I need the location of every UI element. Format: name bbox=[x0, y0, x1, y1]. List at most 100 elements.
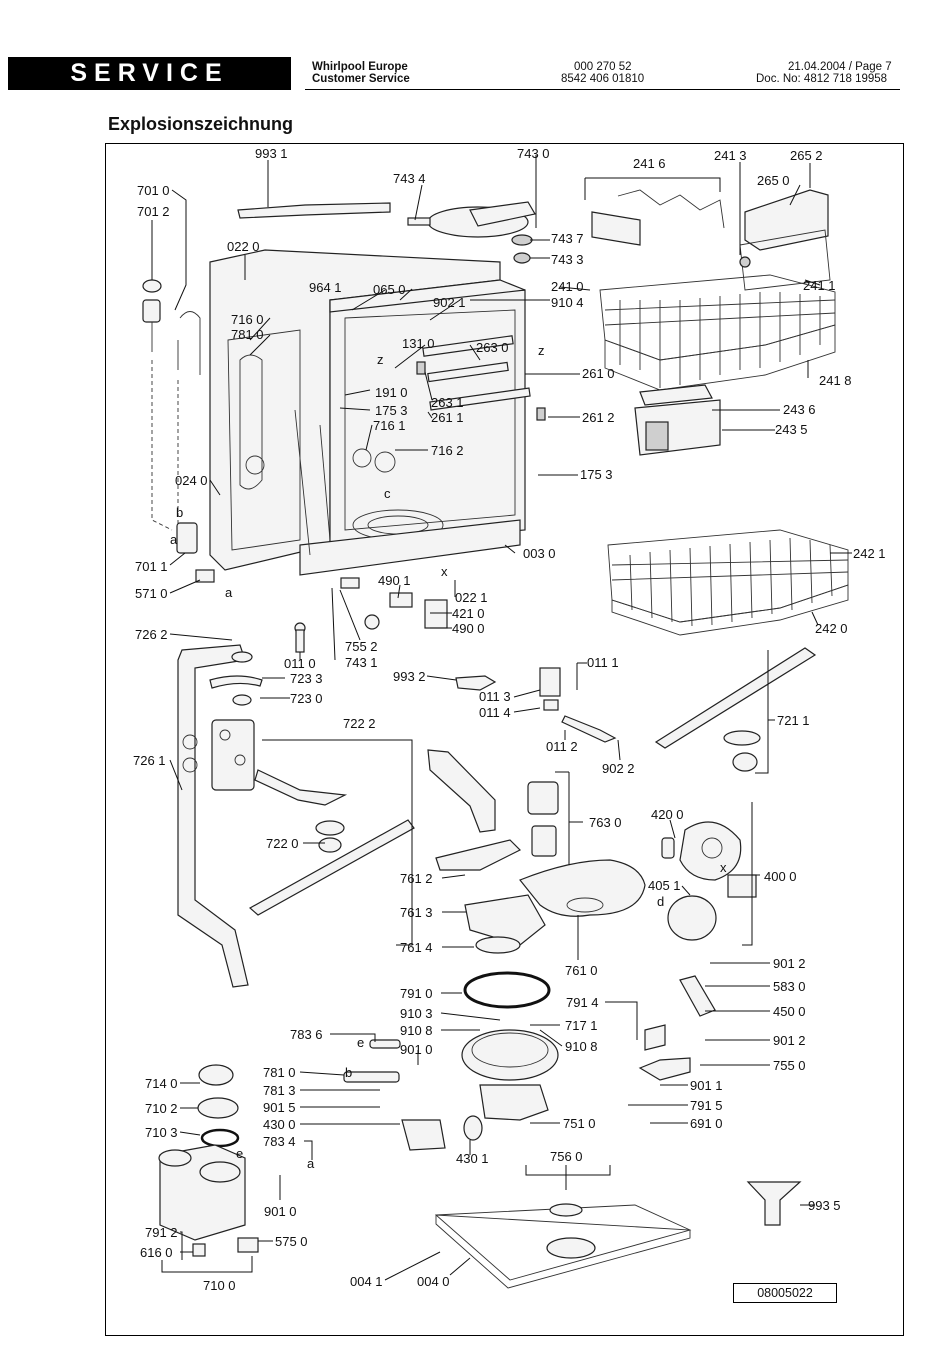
upper-basket-drawing bbox=[599, 274, 836, 456]
left-small-parts-drawing bbox=[142, 279, 617, 743]
letter-mark: a bbox=[307, 1156, 315, 1171]
leader-lines bbox=[151, 155, 852, 1281]
service-banner: SERVICE bbox=[8, 57, 291, 90]
part-label: 721 1 bbox=[777, 713, 810, 728]
part-label: 261 2 bbox=[582, 410, 615, 425]
part-label: 243 5 bbox=[775, 422, 808, 437]
part-label: 131 0 bbox=[402, 336, 435, 351]
part-label: 242 1 bbox=[853, 546, 886, 561]
part-label: 901 2 bbox=[773, 1033, 806, 1048]
part-label: 242 0 bbox=[815, 621, 848, 636]
part-label: 710 2 bbox=[145, 1101, 178, 1116]
page-title: Explosionszeichnung bbox=[108, 114, 294, 134]
doc-number: Doc. No: 4812 718 19958 bbox=[756, 73, 888, 85]
part-label: 755 0 bbox=[773, 1058, 806, 1073]
part-label: 755 2 bbox=[345, 639, 378, 654]
part-label: 175 3 bbox=[375, 403, 408, 418]
base-plate-drawing bbox=[434, 1181, 802, 1289]
letter-mark: a bbox=[170, 532, 178, 547]
part-label: 701 1 bbox=[135, 559, 168, 574]
letter-mark: z bbox=[377, 352, 384, 367]
part-label: 004 0 bbox=[417, 1274, 450, 1289]
part-label: 791 4 bbox=[566, 995, 599, 1010]
part-label: 430 1 bbox=[456, 1151, 489, 1166]
part-label: 241 3 bbox=[714, 148, 747, 163]
part-label: 717 1 bbox=[565, 1018, 598, 1033]
part-label: 743 1 bbox=[345, 655, 378, 670]
part-label: 450 0 bbox=[773, 1004, 806, 1019]
part-label: 265 2 bbox=[790, 148, 823, 163]
letter-mark: x bbox=[720, 860, 727, 875]
date-page: 21.04.2004 / Page 7 bbox=[788, 61, 892, 73]
part-label: 175 3 bbox=[580, 467, 613, 482]
part-label: 263 1 bbox=[431, 395, 464, 410]
part-label: 726 2 bbox=[135, 627, 168, 642]
part-label: 571 0 bbox=[135, 586, 168, 601]
part-label: 022 0 bbox=[227, 239, 260, 254]
part-label: 716 0 bbox=[231, 312, 264, 327]
part-label: 400 0 bbox=[764, 869, 797, 884]
part-label: 616 0 bbox=[140, 1245, 173, 1260]
part-label: 791 0 bbox=[400, 986, 433, 1001]
part-label: 743 4 bbox=[393, 171, 426, 186]
pump-and-sump-drawing bbox=[343, 749, 757, 1151]
part-label: 241 1 bbox=[803, 278, 836, 293]
part-label: 701 2 bbox=[137, 204, 170, 219]
part-label: 263 0 bbox=[476, 340, 509, 355]
part-label: 910 3 bbox=[400, 1006, 433, 1021]
part-label: 011 1 bbox=[587, 655, 619, 670]
part-label: 065 0 bbox=[373, 282, 406, 297]
part-label: 901 0 bbox=[400, 1042, 433, 1057]
part-label: 743 3 bbox=[551, 252, 584, 267]
part-label: 405 1 bbox=[648, 878, 681, 893]
part-label: 191 0 bbox=[375, 385, 408, 400]
letter-mark: x bbox=[441, 564, 448, 579]
part-label: 243 6 bbox=[783, 402, 816, 417]
part-label: 490 1 bbox=[378, 573, 411, 588]
part-label: 964 1 bbox=[309, 280, 342, 295]
part-label: 743 0 bbox=[517, 146, 550, 161]
company-line2: Customer Service bbox=[312, 73, 410, 85]
part-label: 004 1 bbox=[350, 1274, 383, 1289]
water-softener-drawing bbox=[158, 1064, 259, 1257]
letter-mark: z bbox=[538, 343, 545, 358]
code-line2: 8542 406 01810 bbox=[561, 73, 645, 85]
part-label: 751 0 bbox=[563, 1116, 596, 1131]
part-label: 011 4 bbox=[479, 705, 511, 720]
part-label: 761 4 bbox=[400, 940, 433, 955]
part-label: 902 2 bbox=[602, 761, 635, 776]
letter-mark: a bbox=[225, 585, 233, 600]
part-label: 265 0 bbox=[757, 173, 790, 188]
part-label: 783 4 bbox=[263, 1134, 296, 1149]
code-line1: 000 270 52 bbox=[574, 61, 632, 73]
part-label: 993 1 bbox=[255, 146, 288, 161]
header-rule bbox=[305, 89, 900, 90]
part-label: 011 3 bbox=[479, 689, 511, 704]
pipe-assembly-drawing bbox=[177, 644, 263, 988]
part-label: 791 5 bbox=[690, 1098, 723, 1113]
part-label: 723 0 bbox=[290, 691, 323, 706]
part-label: 022 1 bbox=[455, 590, 488, 605]
part-label: 901 5 bbox=[263, 1100, 296, 1115]
part-label: 743 7 bbox=[551, 231, 584, 246]
part-label: 003 0 bbox=[523, 546, 556, 561]
part-label: 722 0 bbox=[266, 836, 299, 851]
part-label: 722 2 bbox=[343, 716, 376, 731]
part-label: 723 3 bbox=[290, 671, 323, 686]
part-label: 763 0 bbox=[589, 815, 622, 830]
letter-mark: e bbox=[357, 1035, 364, 1050]
letter-mark: e bbox=[236, 1146, 243, 1161]
part-label: 993 2 bbox=[393, 669, 426, 684]
company-line1: Whirlpool Europe bbox=[312, 61, 408, 73]
service-banner-text: SERVICE bbox=[70, 59, 229, 87]
part-label: 783 6 bbox=[290, 1027, 323, 1042]
part-label: 901 2 bbox=[773, 956, 806, 971]
letter-mark: c bbox=[384, 486, 391, 501]
part-label: 781 3 bbox=[263, 1083, 296, 1098]
part-label: 710 0 bbox=[203, 1278, 236, 1293]
part-label: 261 0 bbox=[582, 366, 615, 381]
letter-mark: d bbox=[657, 894, 664, 909]
lower-basket-drawing bbox=[607, 529, 849, 636]
part-label: 756 0 bbox=[550, 1149, 583, 1164]
